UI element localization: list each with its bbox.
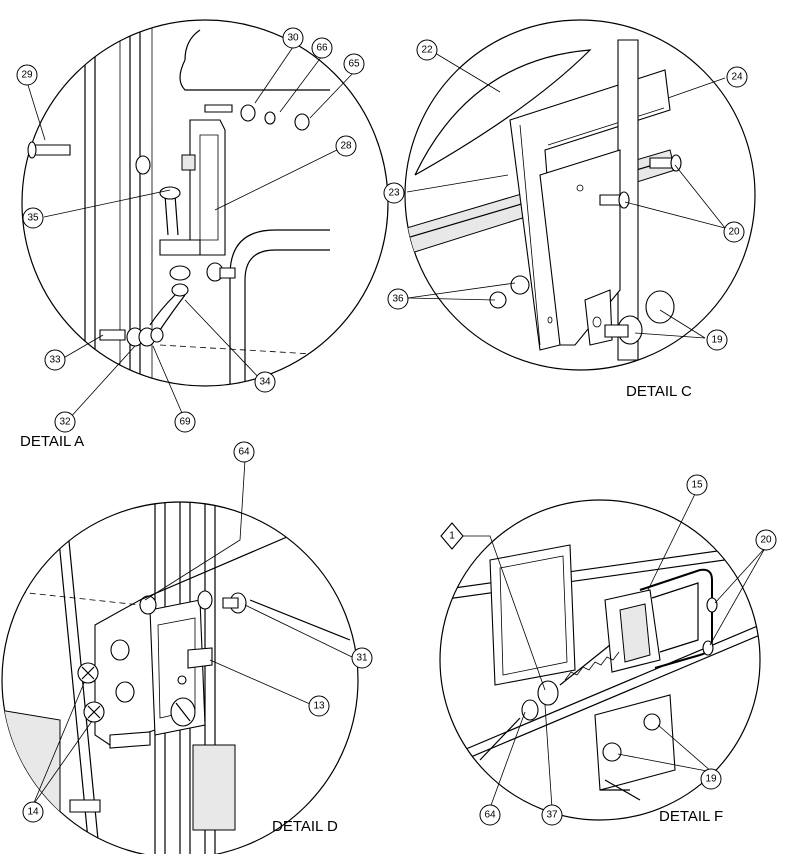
svg-text:23: 23 [388,188,400,199]
callout-19-f: 19 [700,768,722,790]
callout-23: 23 [383,182,405,204]
nut-65-shape [294,113,310,131]
svg-text:1: 1 [449,531,455,542]
callout-34: 34 [254,371,276,393]
svg-text:20: 20 [760,535,772,546]
detail-d-title: DETAIL D [272,818,338,835]
svg-text:14: 14 [27,807,39,818]
callout-24: 24 [726,66,748,88]
washer-30-shape [240,104,256,122]
svg-text:24: 24 [731,72,743,83]
svg-text:15: 15 [691,480,703,491]
svg-text:64: 64 [484,810,496,821]
note-flag-1: 1 [440,522,464,550]
callout-64-f: 64 [479,804,501,826]
callout-36: 36 [387,288,409,310]
svg-text:20: 20 [728,227,740,238]
callout-20-f: 20 [755,529,777,551]
screw-14-lower [83,701,105,723]
detail-a-title: DETAIL A [20,433,84,450]
detail-f-boundary [439,499,761,821]
svg-text:66: 66 [316,43,328,54]
callout-20: 20 [723,221,745,243]
callout-69: 69 [174,411,196,433]
detail-c-artwork [405,39,682,361]
callout-31: 31 [351,647,373,669]
detail-f-artwork [440,544,760,801]
detail-f-title: DETAIL F [659,808,723,825]
detail-a-boundary [21,19,389,387]
callout-13: 13 [308,695,330,717]
callout-64-d: 64 [233,441,255,463]
svg-text:64: 64 [238,447,250,458]
svg-text:69: 69 [179,417,191,428]
callout-32: 32 [54,411,76,433]
callout-28: 28 [335,135,357,157]
callout-37: 37 [541,804,563,826]
svg-text:30: 30 [287,33,299,44]
callout-14: 14 [22,801,44,823]
callout-33: 33 [44,349,66,371]
svg-text:22: 22 [421,45,433,56]
svg-text:34: 34 [259,377,271,388]
callout-30: 30 [282,27,304,49]
svg-text:19: 19 [711,335,723,346]
svg-text:33: 33 [49,355,61,366]
svg-text:19: 19 [705,774,717,785]
svg-text:37: 37 [546,810,558,821]
detail-d: 64 31 13 14 DETAIL D [1,441,373,854]
svg-text:65: 65 [348,59,360,70]
svg-text:35: 35 [27,213,39,224]
nut-66-shape [264,111,276,125]
svg-text:13: 13 [313,701,325,712]
detail-a: 29 30 66 65 28 35 33 32 69 34 DETAIL A [16,19,389,450]
detail-c: 22 24 23 20 36 19 DETAIL C [383,19,756,400]
screw-14-upper [77,662,99,684]
callout-35: 35 [22,207,44,229]
callout-15: 15 [686,474,708,496]
detail-c-boundary [404,19,756,371]
svg-text:28: 28 [340,141,352,152]
detail-d-artwork [2,502,351,854]
callout-22: 22 [416,39,438,61]
callout-65: 65 [343,53,365,75]
callout-29: 29 [16,64,38,86]
callout-66: 66 [311,37,333,59]
detail-f: 1 15 20 19 64 37 DETAIL F [439,474,777,826]
svg-text:32: 32 [59,417,71,428]
svg-text:31: 31 [356,653,368,664]
svg-text:36: 36 [392,294,404,305]
detail-a-artwork [84,20,331,386]
detail-c-title: DETAIL C [626,383,692,400]
callout-19: 19 [706,329,728,351]
svg-text:29: 29 [21,70,33,81]
